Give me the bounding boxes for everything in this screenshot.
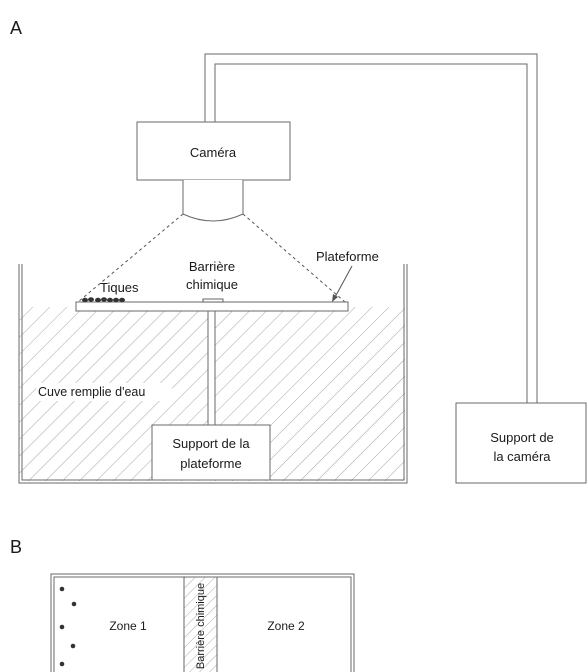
platform-support-post [207, 310, 216, 426]
zone1-label: Zone 1 [109, 619, 147, 633]
tank [18, 264, 408, 484]
platform-arrow [333, 265, 353, 300]
tick [59, 624, 65, 630]
tick [95, 297, 101, 303]
camera-support-cable [204, 53, 538, 403]
platform-label: Plateforme [316, 249, 379, 264]
tick [82, 297, 88, 303]
ticks-cluster [82, 297, 125, 303]
tick [70, 643, 76, 649]
chemical-barrier-strip [183, 576, 218, 672]
platform-barrier-marker [202, 298, 224, 303]
chemical-barrier-label: Barrière chimique [195, 583, 207, 669]
camera-label: Caméra [190, 145, 237, 160]
tick [88, 297, 94, 302]
tick [107, 297, 113, 303]
panel-b-letter: B [10, 537, 22, 557]
platform-arrowhead [332, 294, 338, 302]
camera-support-label-line1: Support de [490, 430, 554, 445]
camera-support-box [455, 402, 587, 484]
camera-lens [182, 180, 244, 222]
barrier-label-line1: Barrière [189, 259, 235, 274]
tick [101, 297, 107, 302]
tick [59, 661, 65, 667]
ticks-label: Tiques [100, 280, 139, 295]
camera-body [136, 121, 291, 181]
tank-label: Cuve remplie d'eau [38, 385, 145, 399]
tick [59, 586, 65, 592]
camera-support-label-line2: la caméra [493, 449, 551, 464]
zone2-label: Zone 2 [267, 619, 305, 633]
camera-field-of-view [77, 213, 346, 303]
zone1-ticks [59, 586, 77, 667]
tick [71, 601, 77, 607]
platform [75, 301, 349, 312]
tick [119, 297, 125, 303]
barrier-label-line2: chimique [186, 277, 238, 292]
platform-support-label-line1: Support de la [172, 436, 250, 451]
tick [113, 297, 119, 303]
platform-support-label-line2: plateforme [180, 456, 241, 471]
panel-a-letter: A [10, 18, 22, 38]
platform-support-box [151, 424, 271, 481]
tank-label-bg [36, 383, 172, 401]
